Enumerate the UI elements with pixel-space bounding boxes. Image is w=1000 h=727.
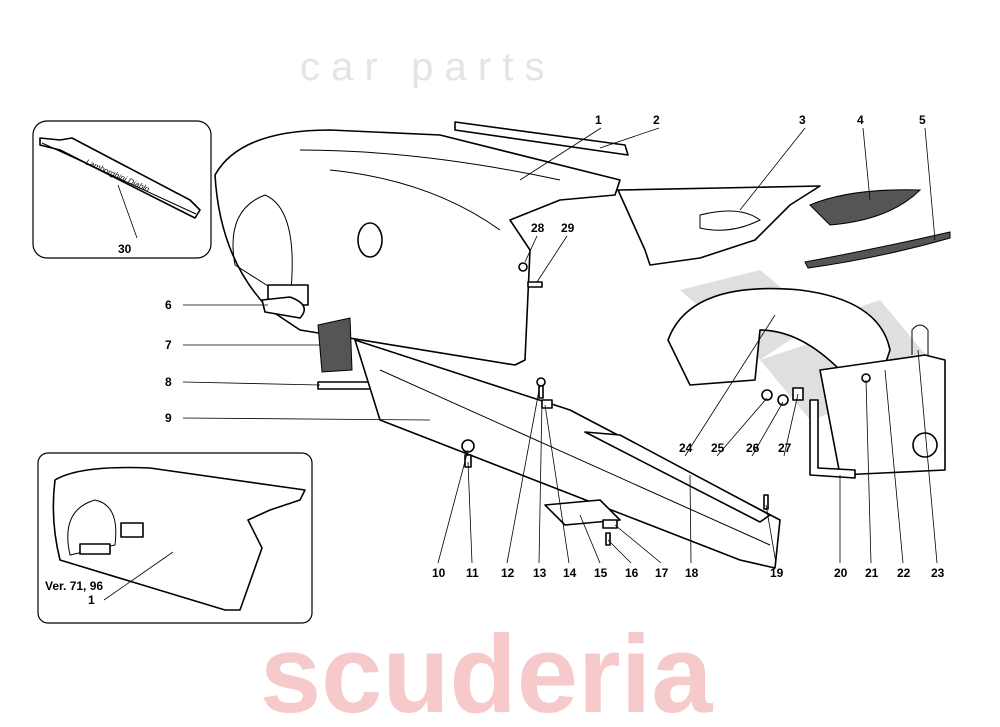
callout-26: 26 — [746, 441, 760, 455]
callout-13: 13 — [533, 566, 547, 580]
leader-line-11 — [467, 461, 473, 564]
callout-5: 5 — [919, 113, 926, 127]
callout-25: 25 — [711, 441, 725, 455]
rear-fender — [214, 129, 621, 366]
callout-11: 11 — [466, 566, 479, 580]
leader-line-21 — [865, 379, 872, 564]
callout-4: 4 — [857, 113, 864, 127]
side-grille — [317, 317, 353, 373]
leader-line-23 — [917, 349, 938, 564]
callout-2: 2 — [653, 113, 660, 127]
sill-trim — [584, 431, 771, 523]
leader-line-18 — [689, 474, 692, 564]
callout-1-alt: 1 — [88, 593, 95, 607]
callout-30: 30 — [118, 242, 132, 256]
callout-14: 14 — [563, 566, 577, 580]
callout-27: 27 — [778, 441, 792, 455]
leader-line-27 — [783, 393, 799, 457]
leader-line-25 — [716, 397, 768, 457]
leader-line-16 — [607, 539, 632, 564]
badge — [317, 381, 374, 390]
callout-16: 16 — [625, 566, 639, 580]
callout-6: 6 — [165, 298, 172, 312]
callout-15: 15 — [594, 566, 608, 580]
callout-7: 7 — [165, 338, 172, 352]
watermark-brand: scuderia — [260, 613, 713, 727]
side-marker-lamp — [261, 296, 306, 319]
grille-strip — [804, 231, 951, 269]
inset-emblem-box: Lamborghini Diablo 30 — [32, 120, 212, 259]
leader-line-28 — [524, 235, 538, 263]
callout-17: 17 — [655, 566, 669, 580]
leader-line-12 — [506, 384, 541, 564]
leader-line-9 — [182, 417, 431, 421]
leader-line-29 — [536, 235, 568, 283]
seal-20 — [809, 399, 856, 479]
leader-line-14 — [544, 404, 570, 564]
callout-12: 12 — [501, 566, 515, 580]
callout-19: 19 — [770, 566, 784, 580]
inset-version-box: Ver. 71, 96 1 — [37, 452, 313, 624]
leader-line-10 — [437, 449, 469, 564]
callout-9: 9 — [165, 411, 172, 425]
callout-21: 21 — [865, 566, 879, 580]
callout-29: 29 — [561, 221, 575, 235]
leader-line-2 — [599, 127, 660, 149]
clip-23 — [911, 324, 929, 355]
leader-line-3 — [739, 127, 806, 211]
callout-1: 1 — [595, 113, 602, 127]
callout-20: 20 — [834, 566, 848, 580]
leader-line-24 — [684, 314, 776, 457]
leader-line-8 — [182, 381, 321, 386]
version-label: Ver. 71, 96 — [45, 579, 103, 593]
watermark-sub: c a r p a r t s — [300, 45, 545, 89]
callout-22: 22 — [897, 566, 911, 580]
air-intake-grille — [809, 189, 922, 226]
leader-line-13 — [538, 399, 543, 564]
wheel-arch-liner — [667, 287, 891, 386]
callout-23: 23 — [931, 566, 945, 580]
callout-24: 24 — [679, 441, 693, 455]
leader-line-19 — [765, 504, 777, 564]
callout-18: 18 — [685, 566, 699, 580]
leader-line-22 — [884, 369, 904, 564]
callout-3: 3 — [799, 113, 806, 127]
leader-line-17 — [614, 524, 662, 564]
leader-line-4 — [862, 127, 871, 201]
leader-line-26 — [751, 401, 784, 457]
callout-28: 28 — [531, 221, 545, 235]
leader-line-15 — [579, 514, 601, 564]
inner-panel — [617, 185, 821, 266]
leader-line-5 — [924, 127, 936, 241]
callout-10: 10 — [432, 566, 446, 580]
fasteners — [461, 262, 871, 546]
seal-strip — [454, 121, 629, 156]
leader-line-1 — [519, 127, 602, 181]
callout-8: 8 — [165, 375, 172, 389]
